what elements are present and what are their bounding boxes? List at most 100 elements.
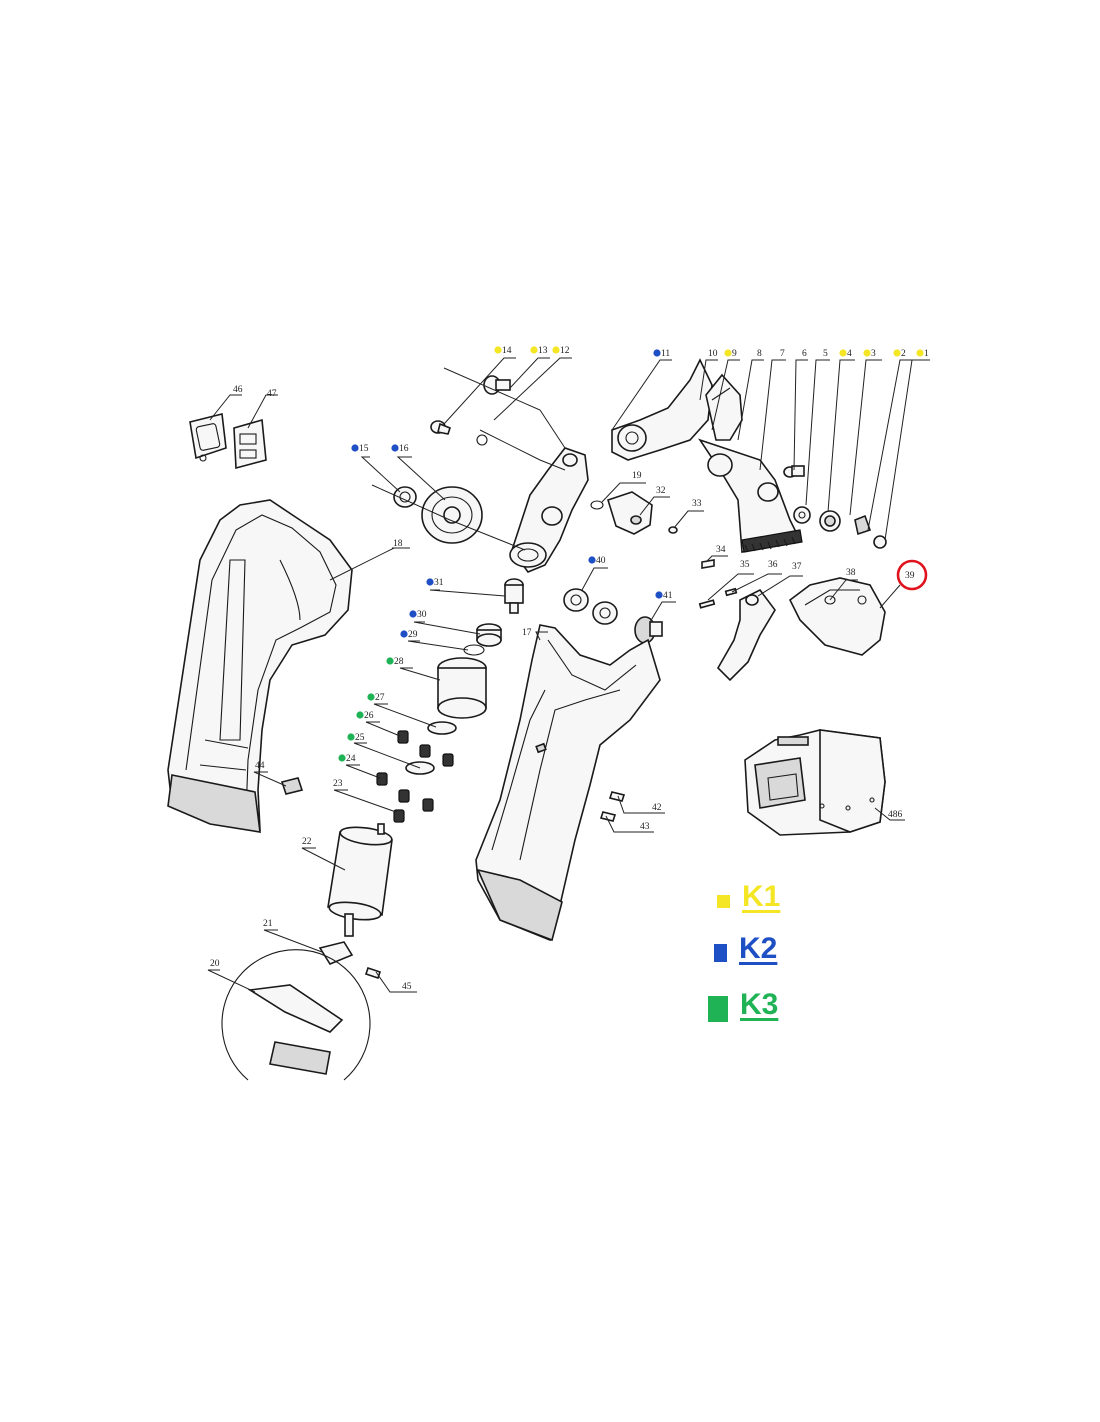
callout-4: 4	[839, 349, 852, 359]
callout-32: 32	[656, 486, 666, 496]
callout-20: 20	[210, 959, 220, 969]
part-32-cam	[607, 491, 653, 535]
part-36-pin	[724, 587, 738, 597]
callout-35-label: 35	[740, 560, 750, 570]
callout-16: 16	[391, 444, 409, 454]
part-12-ring	[476, 434, 488, 446]
callout-32-label: 32	[656, 486, 666, 496]
part-47-board	[233, 418, 267, 470]
part-20-inset	[221, 949, 371, 1081]
callout-9-label: 9	[732, 349, 737, 359]
callout-1-label: 1	[924, 349, 929, 359]
callout-3-label: 3	[871, 349, 876, 359]
callout-11: 11	[653, 349, 670, 359]
callout-41: 41	[655, 591, 673, 601]
callout-39-label: 39	[905, 571, 915, 581]
part-22-motor	[327, 823, 393, 937]
callout-4-dot	[839, 349, 847, 357]
callout-13: 13	[530, 346, 548, 356]
part-486-battery	[744, 729, 886, 836]
legend-item-k2: K2	[705, 932, 777, 966]
legend-item-k1: K1	[705, 880, 780, 914]
callout-14-dot	[494, 346, 502, 354]
callout-7-label: 7	[780, 349, 785, 359]
part-24-planet-gears	[376, 772, 434, 823]
callout-19: 19	[632, 471, 642, 481]
callout-31: 31	[426, 578, 444, 588]
part-35-pin	[698, 599, 716, 609]
legend-label-k2: K2	[739, 932, 778, 965]
part-1-bolt	[873, 535, 887, 549]
callout-16-dot	[391, 444, 399, 452]
part-18-left-housing	[167, 499, 353, 833]
callout-14: 14	[494, 346, 512, 356]
callout-25-label: 25	[355, 733, 365, 743]
legend-label-k3: K3	[740, 988, 779, 1021]
part-43-screw	[599, 811, 617, 822]
callout-42-label: 42	[652, 803, 662, 813]
callout-26-label: 26	[364, 711, 374, 721]
part-46-board	[189, 413, 227, 462]
callout-25-dot	[347, 733, 355, 741]
callout-8: 8	[757, 349, 762, 359]
part-21-brush-holder	[318, 941, 354, 965]
callout-35: 35	[740, 560, 750, 570]
callout-30-label: 30	[417, 610, 427, 620]
callout-9-dot	[724, 349, 732, 357]
callout-486: 486	[888, 810, 903, 820]
legend-item-k3: K3	[705, 988, 778, 1022]
callout-40: 40	[588, 556, 606, 566]
leader-lines	[207, 357, 930, 993]
callout-46: 46	[233, 385, 243, 395]
callout-21: 21	[263, 919, 273, 929]
part-37-trigger	[717, 588, 776, 682]
callout-13-dot	[530, 346, 538, 354]
callout-47-label: 47	[267, 389, 277, 399]
callout-44: 44	[255, 761, 265, 771]
callout-43-label: 43	[640, 822, 650, 832]
callout-34: 34	[716, 545, 726, 555]
callout-15-label: 15	[359, 444, 369, 454]
part-19-plate	[590, 500, 604, 510]
callout-12: 12	[552, 346, 570, 356]
part-8-rack-arm	[698, 438, 803, 553]
callout-34-label: 34	[716, 545, 726, 555]
part-drawings	[167, 358, 887, 1081]
callout-486-label: 486	[888, 810, 903, 820]
part-16-disk	[421, 486, 483, 544]
callout-24-label: 24	[346, 754, 356, 764]
callout-1: 1	[916, 349, 929, 359]
part-38-39-cover	[788, 577, 886, 656]
legend-label-k1: K1	[742, 880, 781, 913]
callout-36: 36	[768, 560, 778, 570]
callout-6: 6	[802, 349, 807, 359]
callout-13-label: 13	[538, 346, 548, 356]
callout-41-dot	[655, 591, 663, 599]
callout-42: 42	[652, 803, 662, 813]
callout-27: 27	[367, 693, 385, 703]
callout-27-dot	[367, 693, 375, 701]
legend-swatch-k3	[708, 996, 728, 1022]
callout-2: 2	[893, 349, 906, 359]
callout-17-label: 17	[522, 628, 532, 638]
part-44-switch	[280, 777, 304, 795]
callout-19-label: 19	[632, 471, 642, 481]
callout-23: 23	[333, 779, 343, 789]
part-41-pinion	[634, 616, 663, 644]
callout-12-dot	[552, 346, 560, 354]
callout-30-dot	[409, 610, 417, 618]
callout-29-dot	[400, 630, 408, 638]
callout-31-label: 31	[434, 578, 444, 588]
callout-5-label: 5	[823, 349, 828, 359]
callout-8-label: 8	[757, 349, 762, 359]
part-17-right-housing	[475, 624, 661, 942]
part-40-bearings	[563, 588, 618, 625]
part-45-screw	[364, 966, 382, 980]
callout-28-label: 28	[394, 657, 404, 667]
part-14-pin	[430, 420, 451, 435]
callout-45: 45	[402, 982, 412, 992]
callout-45-label: 45	[402, 982, 412, 992]
part-33-screw	[668, 526, 678, 534]
callout-16-label: 16	[399, 444, 409, 454]
